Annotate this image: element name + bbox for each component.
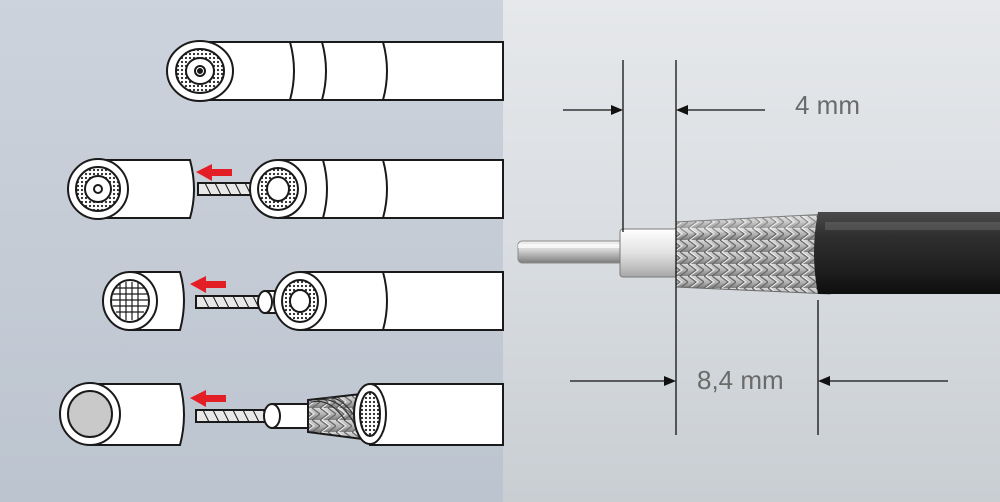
red-arrow-icon <box>190 390 226 407</box>
red-arrow-icon <box>196 164 232 181</box>
dimension-label-8-4mm: 8,4 mm <box>697 365 784 395</box>
dimension-label-4mm: 4 mm <box>795 90 860 120</box>
step-3-cable <box>102 271 504 331</box>
stripped-coax-cable <box>517 212 1000 295</box>
dielectric-sleeve <box>619 228 679 278</box>
dimension-lines <box>563 60 948 435</box>
red-arrow-icon <box>190 276 226 293</box>
step-1-cable <box>166 40 504 102</box>
step-2-cable <box>67 158 504 220</box>
outer-jacket <box>814 212 1000 294</box>
step-4-cable <box>59 382 504 446</box>
